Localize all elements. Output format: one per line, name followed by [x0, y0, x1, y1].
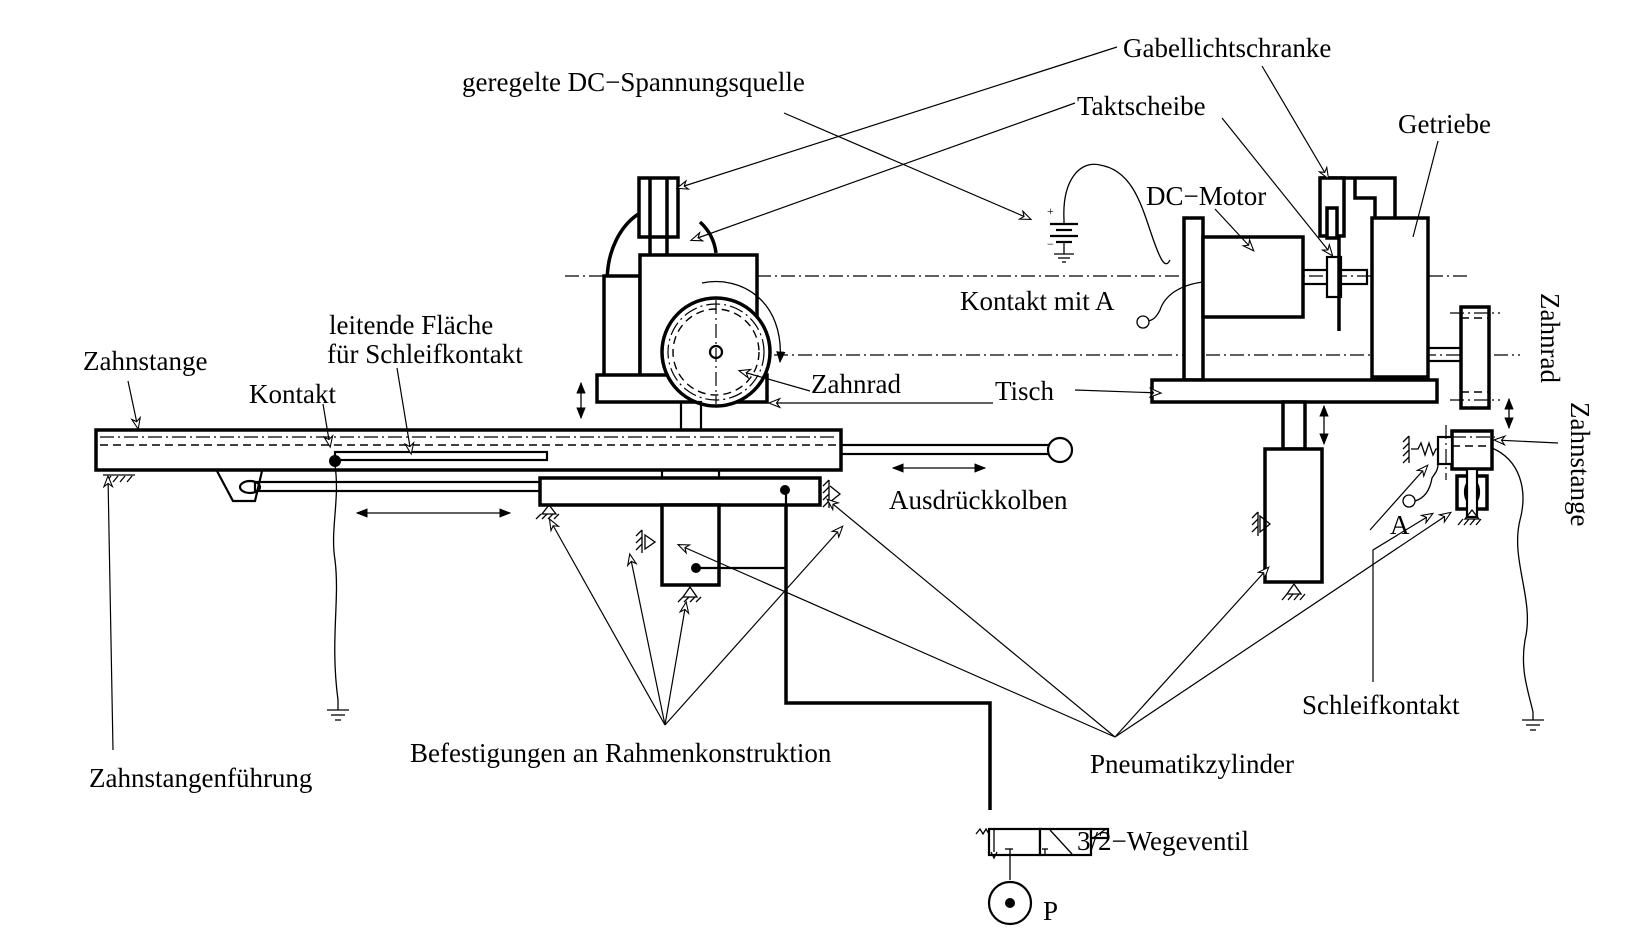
label-leitende-flaeche-1: leitende Fläche	[329, 310, 493, 340]
label-wegeventil: 3/2−Wegeventil	[1077, 826, 1249, 856]
support-triangle-left	[535, 503, 560, 520]
support-wall-center	[635, 529, 657, 553]
wire-terminal-a	[1414, 463, 1439, 502]
support-wall-right	[822, 479, 842, 508]
label-zahnrad-center: Zahnrad	[811, 369, 901, 399]
leader-taktscheibe-right	[1221, 117, 1332, 255]
spindle-center	[679, 400, 703, 432]
leader-befestigung-1	[550, 520, 666, 726]
ground-symbol-left	[327, 700, 349, 721]
leader-zahnstange-left	[127, 380, 138, 428]
label-zahnstange-left: Zahnstange	[83, 346, 207, 376]
label-kontakt-mit-a: Kontakt mit A	[960, 286, 1115, 316]
leader-getriebe	[1412, 140, 1439, 238]
leader-zahnrad-center	[740, 371, 811, 392]
label-schleifkontakt: Schleifkontakt	[1302, 690, 1460, 720]
label-zahnstange-right: Zahnstange	[1565, 402, 1595, 526]
gearbox-getriebe	[1370, 216, 1430, 379]
small-cylinder-right	[1455, 467, 1489, 526]
rack-zahnstange	[94, 428, 843, 472]
leader-befestigung-4	[664, 527, 842, 726]
leader-zahnstange-right	[1495, 440, 1559, 443]
label-gabellichtschranke: Gabellichtschranke	[1123, 33, 1331, 63]
label-pneumatikzylinder: Pneumatikzylinder	[1090, 749, 1294, 779]
hook-eye	[238, 479, 262, 495]
support-under-right-cylinder	[1281, 582, 1306, 601]
taktscheibe-disc-right	[698, 220, 718, 254]
fork-light-barrier-right	[1318, 176, 1397, 240]
leader-pneumatik-1	[679, 545, 1116, 738]
wire-rack-ground	[1491, 447, 1534, 713]
label-leitende-flaeche-2: für Schleifkontakt	[327, 339, 523, 369]
rack-bracket	[216, 470, 264, 503]
rotation-arrow	[701, 281, 786, 364]
leader-pneumatik-2	[828, 500, 1116, 738]
minus-sign: −	[1047, 237, 1054, 251]
tisch-table-plate	[1150, 378, 1439, 404]
piston-rod-left	[253, 480, 547, 493]
gear-zahnrad-center	[660, 296, 772, 408]
gear-zahnrad-right	[1450, 305, 1500, 410]
label-tisch: Tisch	[995, 376, 1055, 406]
leader-schleifkontakt-2	[1369, 466, 1427, 531]
air-line	[784, 505, 992, 810]
ejector-rod	[839, 443, 1053, 456]
support-under-cylinder	[677, 585, 702, 603]
rack-zahnstange-right	[1402, 425, 1495, 480]
leader-leitende-flaeche	[396, 367, 411, 453]
pressure-source	[987, 880, 1033, 926]
ground-symbol-right	[1522, 712, 1544, 731]
leader-tisch-right	[1074, 390, 1160, 393]
wire-contact-ground	[332, 464, 339, 701]
leader-schleifkontakt	[1372, 514, 1432, 682]
label-zahnrad-right: Zahnrad	[1535, 293, 1565, 383]
leader-gabellichtschranke-right	[1261, 65, 1328, 178]
label-kontakt: Kontakt	[249, 379, 336, 409]
dc-voltage-source	[1050, 163, 1171, 265]
label-getriebe: Getriebe	[1398, 109, 1491, 139]
leader-pneumatik-4	[1114, 513, 1450, 738]
fork-light-barrier-center	[637, 176, 680, 255]
leader-pneumatik-3	[1114, 568, 1268, 738]
contact-point	[329, 455, 341, 467]
pneumatic-cylinder-vertical-right	[1263, 447, 1324, 584]
label-dc-motor: DC−Motor	[1146, 181, 1266, 211]
leader-kontakt	[322, 403, 330, 446]
pneumatic-cylinder-vertical-center	[660, 503, 721, 587]
column-left	[602, 274, 642, 378]
label-a-point: A	[1390, 510, 1410, 540]
leader-befestigung-3	[664, 603, 686, 726]
ejector-knob	[1046, 436, 1074, 464]
label-befestigungen: Befestigungen an Rahmenkonstruktion	[410, 738, 832, 768]
leader-befestigung-2	[630, 555, 666, 726]
label-pressure-p: P	[1043, 896, 1058, 926]
leader-zahnstangenfuehrung	[108, 477, 113, 751]
pneumatic-cylinder-horizontal	[538, 476, 822, 507]
label-zahnstangenfuehrung: Zahnstangenführung	[89, 763, 312, 793]
label-spannungsquelle: geregelte DC−Spannungsquelle	[462, 67, 805, 97]
support-wall-right-cylinder	[1251, 511, 1272, 536]
label-ausdrueckkolben: Ausdrückkolben	[889, 485, 1068, 515]
leader-dc-motor	[1214, 208, 1253, 250]
leader-spannungsquelle	[783, 112, 1030, 219]
label-taktscheibe: Taktscheibe	[1077, 91, 1206, 121]
motor-mount	[1182, 216, 1205, 382]
dc-motor	[1201, 235, 1305, 319]
leader-gabellichtschranke-center	[678, 46, 1118, 188]
terminal-a	[1402, 494, 1416, 508]
column-right	[1281, 400, 1307, 451]
valve-3-2-wegeventil	[975, 827, 1110, 880]
plus-sign: +	[1047, 204, 1054, 218]
leader-taktscheibe-center	[692, 102, 1076, 240]
